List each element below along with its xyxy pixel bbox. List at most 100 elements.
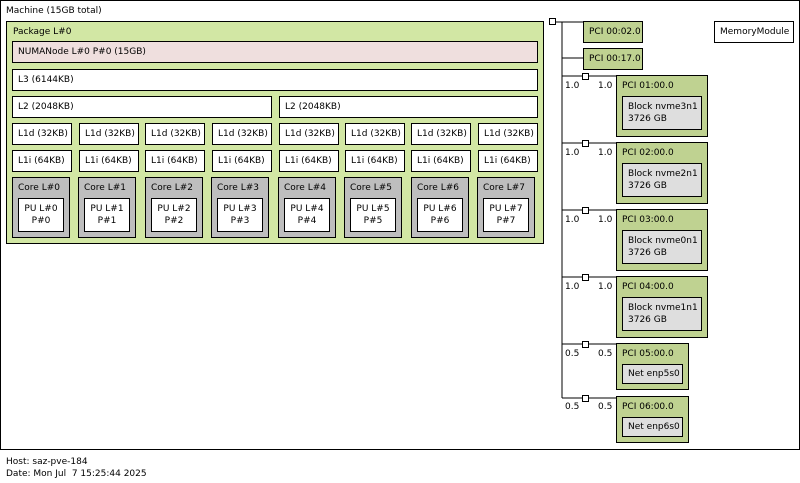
core-label: Core L#0 (18, 183, 60, 193)
pu-box (151, 198, 197, 232)
l1d-cache (478, 123, 538, 145)
bridge-node (582, 341, 589, 348)
core-label: Core L#1 (84, 183, 126, 193)
footer-date: Date: Mon Jul 7 15:25:44 2025 (6, 469, 147, 479)
bridge-node (582, 395, 589, 402)
core-label: Core L#3 (217, 183, 259, 193)
pu-label: PU L#2 (157, 204, 191, 214)
memory-module-label: MemoryModule (720, 27, 790, 37)
link-speed: 1.0 (565, 282, 580, 292)
block-device-name: Block nvme0n1 (628, 236, 698, 246)
l1i-cache (411, 150, 471, 172)
bridge-node (582, 73, 589, 80)
l1i-cache (345, 150, 405, 172)
net-device (622, 417, 683, 437)
core-label: Core L#7 (483, 183, 525, 193)
net-device (622, 364, 683, 384)
l1i-label: L1i (64KB) (18, 156, 65, 166)
core-label: Core L#6 (417, 183, 459, 193)
pu-os-index: P#4 (297, 216, 317, 226)
core-label: Core L#4 (284, 183, 326, 193)
l3-cache (12, 69, 538, 91)
link-speed: 0.5 (565, 349, 580, 359)
link-speed: 1.0 (565, 148, 580, 158)
l1i-cache (145, 150, 205, 172)
block-device-size: 3726 GB (628, 181, 667, 191)
pci-label: PCI 03:00.0 (622, 215, 674, 225)
link-speed: 1.0 (598, 81, 613, 91)
pu-os-index: P#2 (164, 216, 184, 226)
pci-label: PCI 02:00.0 (622, 148, 674, 158)
pu-box (350, 198, 396, 232)
link-speed: 1.0 (598, 282, 613, 292)
l1i-cache (478, 150, 538, 172)
l1d-cache (345, 123, 405, 145)
pu-os-index: P#0 (31, 216, 51, 226)
l1i-label: L1i (64KB) (85, 156, 132, 166)
pci-label: PCI 06:00.0 (622, 402, 674, 412)
bridge-node (582, 207, 589, 214)
link-speed: 1.0 (598, 215, 613, 225)
block-device (622, 230, 702, 264)
block-device (622, 297, 702, 331)
l1d-label: L1d (32KB) (18, 129, 68, 139)
bridge-node (582, 274, 589, 281)
l1i-cache (279, 150, 339, 172)
l1d-label: L1d (32KB) (218, 129, 268, 139)
link-speed: 1.0 (565, 81, 580, 91)
pu-label: PU L#6 (423, 204, 457, 214)
net-device-name: Net enp6s0 (628, 422, 680, 432)
pci-label: PCI 01:00.0 (622, 81, 674, 91)
l1d-cache (145, 123, 205, 145)
footer-divider (0, 449, 800, 450)
l2-cache (279, 96, 538, 118)
l1d-label: L1d (32KB) (417, 129, 467, 139)
l1d-cache (279, 123, 339, 145)
package-label: Package L#0 (13, 27, 72, 37)
l1d-cache (79, 123, 139, 145)
pci-device (583, 21, 643, 43)
l1i-label: L1i (64KB) (285, 156, 332, 166)
l1d-cache (411, 123, 471, 145)
pu-label: PU L#4 (290, 204, 324, 214)
pu-os-index: P#6 (430, 216, 450, 226)
block-device-size: 3726 GB (628, 248, 667, 258)
block-device-name: Block nvme2n1 (628, 169, 698, 179)
link-speed: 0.5 (598, 349, 613, 359)
l1i-cache (212, 150, 272, 172)
link-speed: 0.5 (565, 402, 580, 412)
numa-label: NUMANode L#0 P#0 (15GB) (18, 47, 146, 57)
pu-box (284, 198, 330, 232)
link-speed: 1.0 (565, 215, 580, 225)
l1d-label: L1d (32KB) (351, 129, 401, 139)
machine-label: Machine (15GB total) (6, 6, 102, 16)
link-speed: 1.0 (598, 148, 613, 158)
pci-label: PCI 00:02.0 (589, 27, 641, 37)
pu-os-index: P#5 (363, 216, 383, 226)
core-label: Core L#5 (350, 183, 392, 193)
l1i-label: L1i (64KB) (351, 156, 398, 166)
l3-label: L3 (6144KB) (18, 75, 74, 85)
pu-label: PU L#7 (489, 204, 523, 214)
pci-label: PCI 04:00.0 (622, 282, 674, 292)
pu-box (18, 198, 64, 232)
bridge-node (549, 18, 556, 25)
block-device (622, 96, 702, 130)
l1d-cache (212, 123, 272, 145)
bridge-node (582, 140, 589, 147)
l1i-label: L1i (64KB) (218, 156, 265, 166)
l1i-label: L1i (64KB) (151, 156, 198, 166)
pu-label: PU L#3 (223, 204, 257, 214)
core-label: Core L#2 (151, 183, 193, 193)
pu-os-index: P#7 (496, 216, 516, 226)
pu-box (84, 198, 130, 232)
pu-label: PU L#1 (90, 204, 124, 214)
block-device (622, 163, 702, 197)
io-links (549, 18, 616, 402)
l1i-cache (79, 150, 139, 172)
numa-node (12, 41, 538, 63)
l1i-label: L1i (64KB) (484, 156, 531, 166)
l1i-label: L1i (64KB) (417, 156, 464, 166)
memory-module (714, 21, 794, 43)
